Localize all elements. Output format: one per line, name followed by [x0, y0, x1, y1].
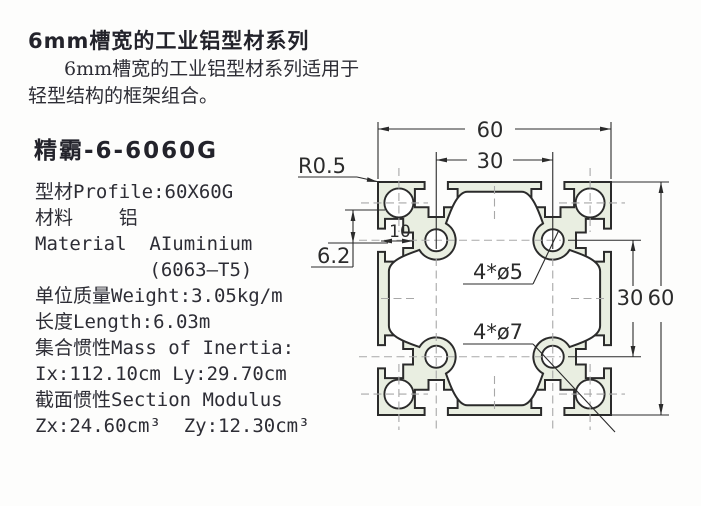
centerlines	[359, 168, 625, 432]
central-cavity	[387, 190, 602, 407]
label-large-holes: 4*ø7	[473, 320, 523, 344]
profile-drawing: 60 30 R0.5 10 6.2 4*ø5 4*ø7 30 60	[293, 100, 695, 500]
dim-overall-height: 60	[648, 286, 675, 310]
intro-line-1: 6mm槽宽的工业铝型材系列适用于	[64, 58, 360, 80]
page-title: 6mm槽宽的工业铝型材系列	[28, 29, 310, 53]
spec-weight: 单位质量Weight:3.05kg/m	[35, 285, 283, 307]
spec-modulus-label: 截面惯性Section Modulus	[35, 389, 283, 411]
dim-slot-depth: 10	[389, 222, 411, 242]
dim-hole-spacing-vertical: 30	[617, 286, 644, 310]
dim-slot-spacing: 30	[477, 149, 504, 173]
spec-inertia-values: Ix:112.10cm Ly:29.70cm	[35, 363, 287, 385]
dimension-arrows	[350, 126, 664, 415]
spec-profile: 型材Profile:60X60G	[35, 181, 234, 203]
spec-list: 型材Profile:60X60G 材料 铝 Material AIuminium…	[35, 179, 310, 439]
spec-material-cn: 材料 铝	[35, 207, 138, 229]
spec-material-en: Material AIuminium	[35, 233, 253, 255]
dim-overall-width: 60	[477, 118, 504, 142]
label-small-holes: 4*ø5	[473, 260, 523, 284]
spec-modulus-values: Zx:24.60cm³ Zy:12.30cm³	[35, 415, 310, 437]
spec-length: 长度Length:6.03m	[35, 311, 211, 333]
profile-drawing-svg: 60 30 R0.5 10 6.2 4*ø5 4*ø7 30 60	[298, 118, 675, 433]
intro-paragraph: 6mm槽宽的工业铝型材系列适用于 轻型结构的框架组合。	[28, 56, 368, 110]
intro-line-2: 轻型结构的框架组合。	[28, 85, 219, 107]
spec-alloy: (6063—T5)	[35, 259, 253, 281]
dim-corner-radius: R0.5	[298, 154, 346, 178]
product-model: 精霸-6-6060G	[34, 138, 218, 164]
dim-slot-opening: 6.2	[317, 244, 350, 268]
spec-inertia-label: 集合惯性Mass of Inertia:	[35, 337, 295, 359]
